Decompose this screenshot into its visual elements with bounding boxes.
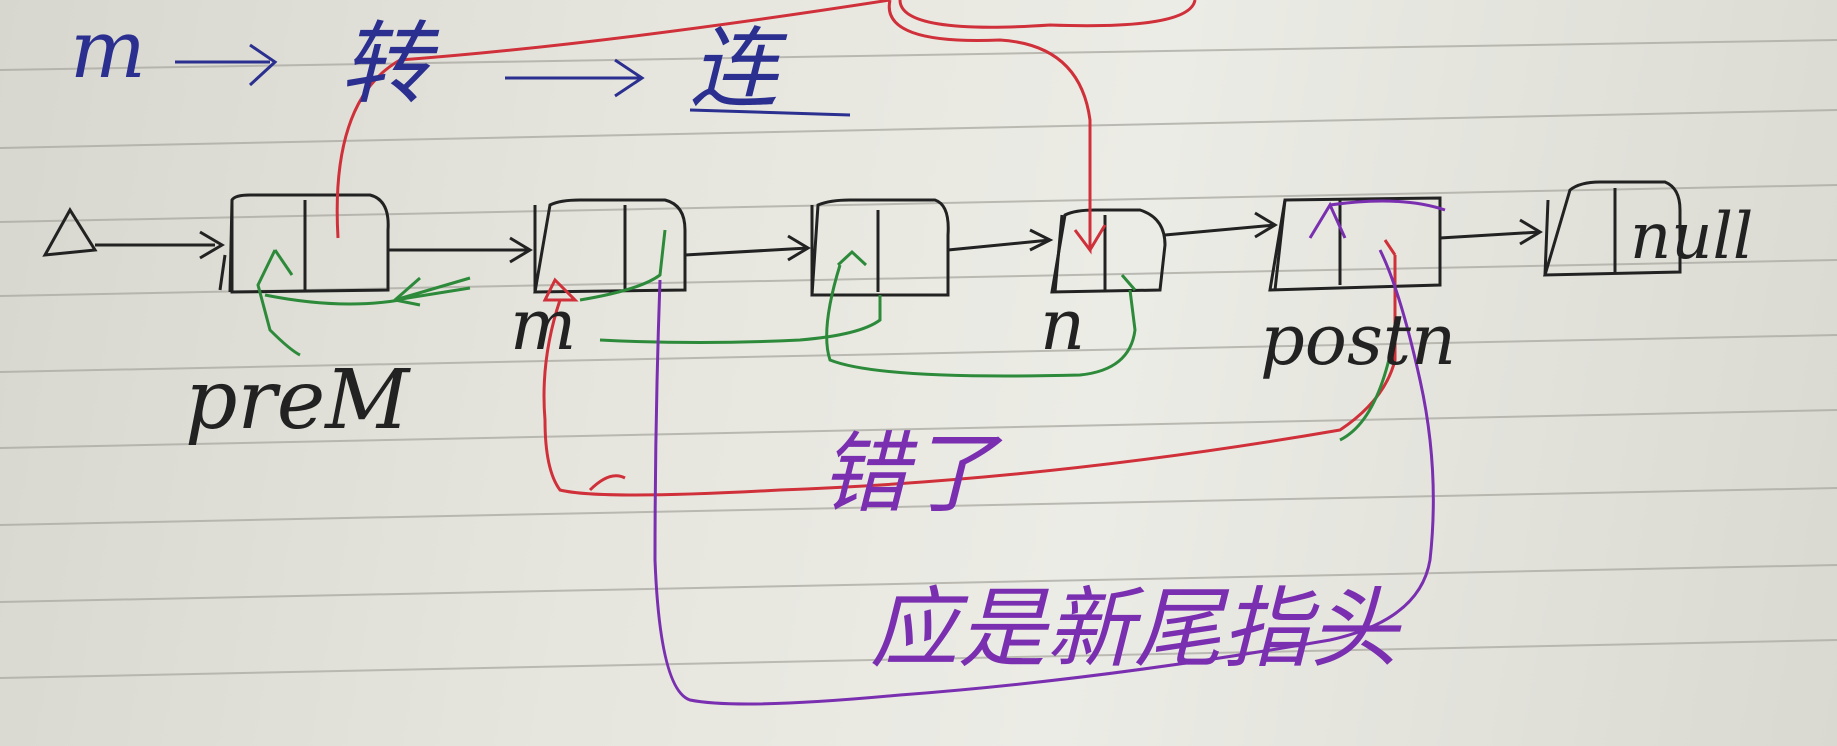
head-pointer	[42, 207, 225, 260]
header-lian: 连	[690, 17, 779, 120]
header-arrows	[175, 43, 851, 117]
node-postn	[1268, 196, 1442, 292]
purple-tail-curve	[653, 199, 1446, 706]
header-m: m	[70, 3, 146, 96]
header-zhuan: 转	[340, 12, 430, 117]
null-label: null	[1630, 200, 1754, 274]
green-reverse-curves	[256, 229, 1397, 442]
label-m: m	[510, 284, 577, 366]
node-m	[533, 198, 687, 294]
node-prem	[218, 193, 390, 294]
label-postn: postn	[1260, 299, 1457, 381]
node-3	[810, 198, 950, 297]
label-prem: preM	[185, 353, 410, 448]
next-arrows	[388, 211, 1543, 264]
red-reconnect-curves	[335, 0, 1397, 497]
label-n: n	[1040, 284, 1086, 366]
node-null	[1542, 180, 1682, 277]
annotation-wrong: 错了	[820, 422, 997, 525]
annotation-tail: 应是新尾指头	[870, 577, 1399, 680]
node-n	[1050, 208, 1167, 294]
